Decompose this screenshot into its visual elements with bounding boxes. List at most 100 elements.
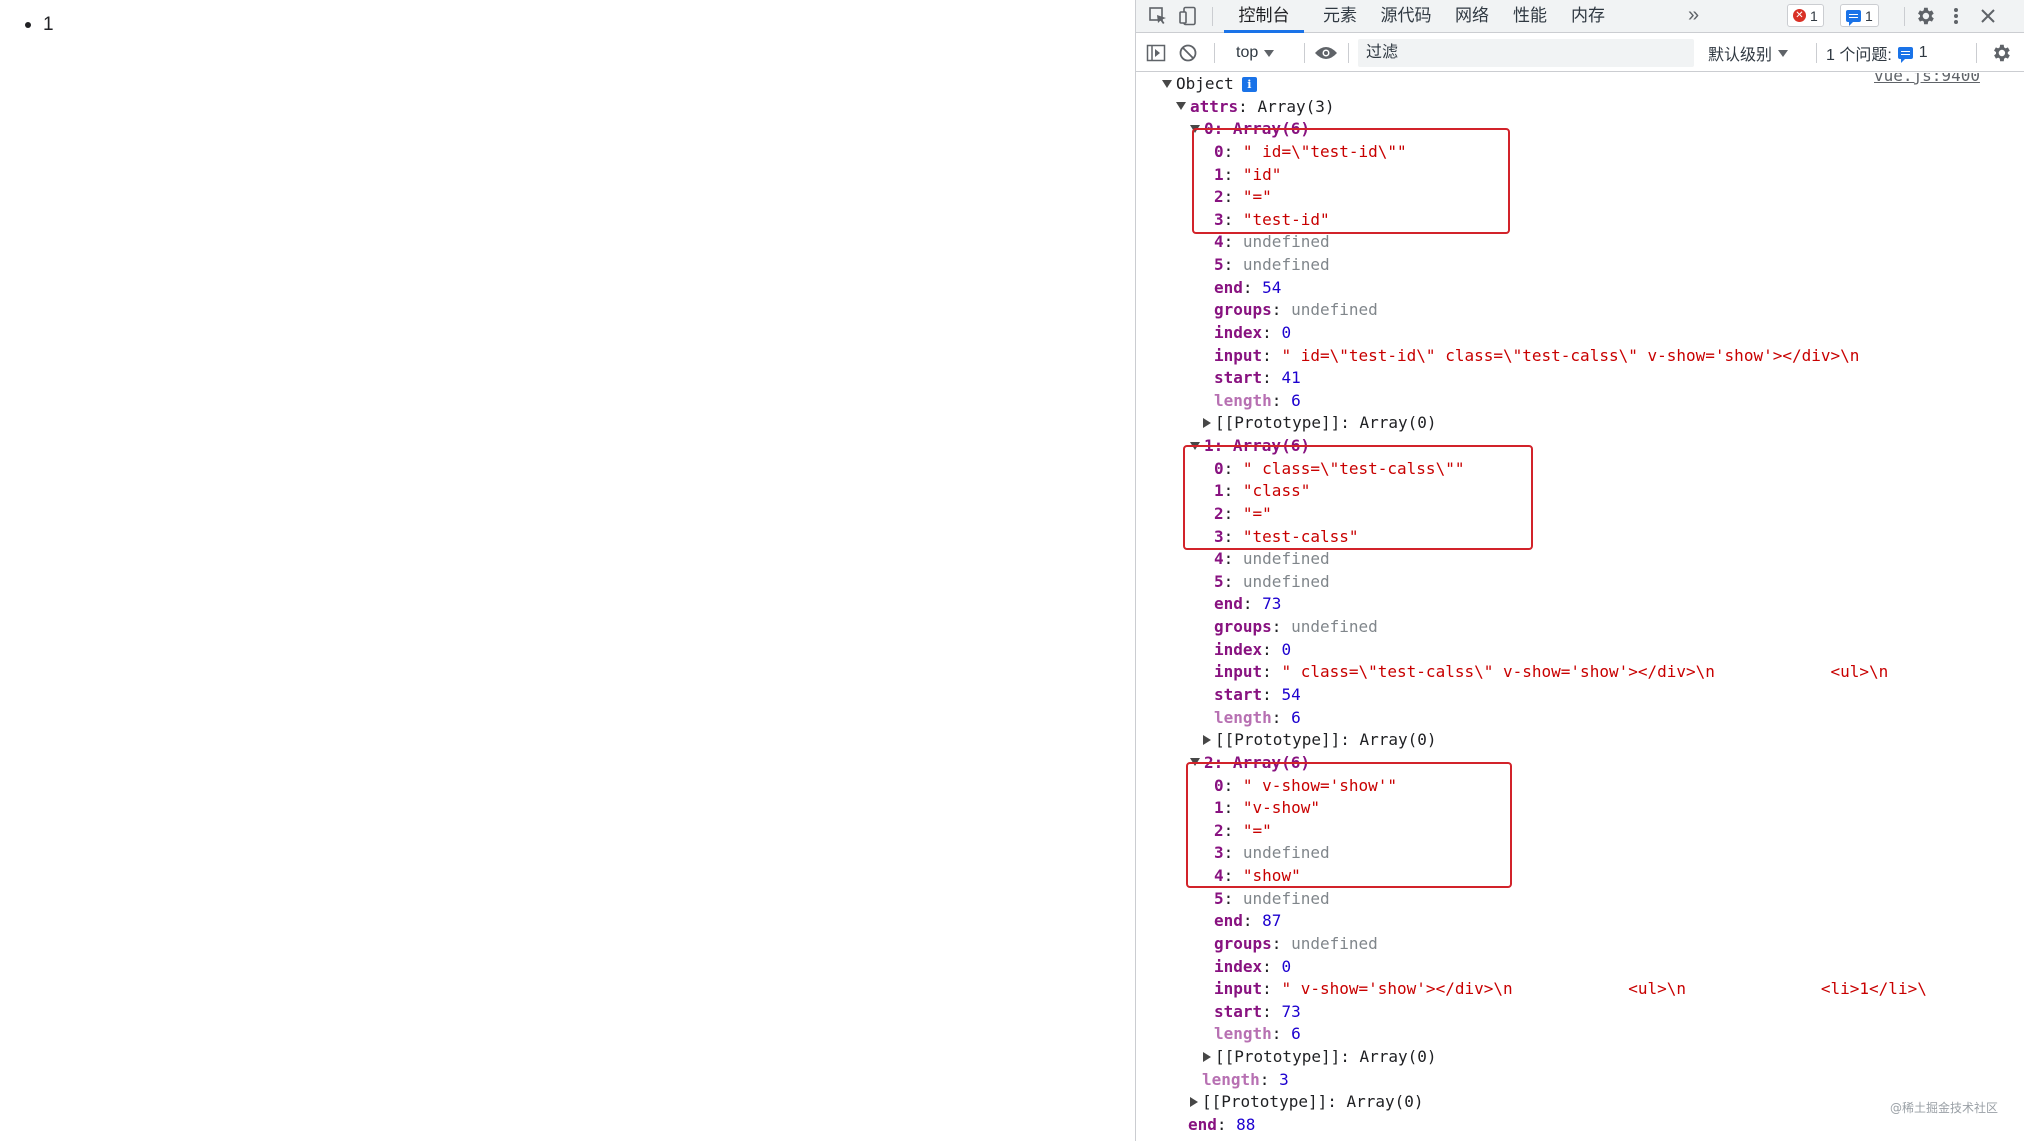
issues-button[interactable]: 1 个问题: 1 [1826,41,1928,65]
colon: : [1262,685,1282,704]
property-value: 54 [1262,277,1282,297]
error-count-badge[interactable]: ✕ 1 [1787,4,1824,27]
colon: : [1262,639,1282,659]
tab-sources[interactable]: 源代码 [1380,6,1432,25]
colon: : [1262,979,1282,999]
property-key: input [1214,345,1263,365]
expand-arrow-down-icon[interactable] [1162,79,1172,88]
expand-arrow-right-icon[interactable] [1203,417,1211,428]
source-link[interactable]: vue.js:9400 [1874,73,1980,85]
colon: : [1259,1069,1280,1089]
tab-network[interactable]: 网络 [1455,6,1489,25]
expand-arrow-down-icon[interactable] [1176,102,1186,111]
property-key: length [1202,1069,1260,1089]
console-settings-gear-icon[interactable] [1989,42,2013,64]
toolbar-divider [1214,43,1215,63]
console-filter-input[interactable] [1358,39,1694,67]
property-row: length: 6 [1214,707,1301,729]
clear-console-icon[interactable] [1176,42,1200,64]
settings-gear-icon[interactable] [1913,5,1937,27]
array-entry-row: 3: "test-id" [1214,209,1330,231]
toolbar-divider [1904,7,1905,26]
array-index: 1 [1214,481,1224,501]
property-key: groups [1214,300,1272,320]
more-tabs-icon[interactable]: » [1688,4,1700,26]
live-expression-eye-icon[interactable] [1312,42,1340,64]
bullet-icon [25,22,31,28]
info-icon[interactable]: i [1241,77,1257,92]
property-value: 0 [1281,956,1292,976]
property-value: 88 [1236,1114,1256,1134]
prototype-row[interactable]: [[Prototype]]: Array(0) [1190,1091,1424,1113]
context-selector[interactable]: top [1236,41,1275,65]
property-key: length [1214,707,1272,727]
array-value: undefined [1242,571,1330,591]
show-sidebar-icon[interactable] [1144,42,1168,64]
page-list-item-text: 1 [43,14,54,35]
devtools-tab-bar: 控制台 元素 源代码 网络 性能 内存 » ✕ 1 1 [1136,0,2024,33]
property-value: 0 [1281,639,1292,659]
colon: : [1223,503,1243,523]
array-index: 3 [1214,526,1224,546]
array-entry-row: 2: "=" [1214,186,1272,208]
property-value: undefined [1291,933,1378,953]
colon: : [1223,843,1243,863]
property-key: start [1214,1001,1263,1021]
property-row: groups: undefined [1214,933,1378,955]
array-index: 1 [1214,164,1224,184]
colon: : [1271,617,1292,637]
colon: : [1262,345,1282,365]
property-value: 87 [1262,911,1282,931]
property-value: 41 [1281,368,1301,388]
device-toolbar-icon[interactable] [1176,5,1200,27]
property-value: 6 [1291,707,1301,727]
array-index: 2 [1214,187,1224,207]
tab-performance[interactable]: 性能 [1513,6,1547,25]
expand-arrow-right-icon[interactable] [1190,1096,1198,1107]
message-icon [1846,9,1861,26]
array-value: "v-show" [1242,798,1320,818]
array-entry-row: 5: undefined [1214,254,1330,276]
prototype-row[interactable]: [[Prototype]]: Array(0) [1203,412,1437,434]
colon: : [1223,820,1243,840]
property-row: start: 41 [1214,367,1301,389]
close-devtools-icon[interactable] [1976,5,2000,27]
colon: : [1271,933,1292,953]
property-row: input: " id=\"test-id\" class=\"test-cal… [1214,345,1859,367]
array-value: "id" [1242,164,1282,184]
attrs-row[interactable]: attrs: Array(3) [1176,96,1335,118]
tab-memory[interactable]: 内存 [1571,6,1605,25]
expand-arrow-right-icon[interactable] [1203,734,1211,745]
array-index: 0 [1214,775,1224,795]
prototype-row[interactable]: [[Prototype]]: Array(0) [1203,729,1437,751]
array-entry-row: 4: undefined [1214,548,1330,570]
colon: : [1223,775,1243,795]
colon: : [1223,526,1243,546]
expand-arrow-right-icon[interactable] [1203,1051,1211,1062]
highlight-box [1186,762,1512,888]
array-value: "test-id" [1242,209,1330,229]
console-toolbar: top 默认级别 1 个问题: 1 [1136,34,2024,72]
log-levels-dropdown[interactable]: 默认级别 [1708,41,1789,65]
colon: : [1262,368,1282,388]
array-index: 2 [1214,820,1224,840]
property-row: groups: undefined [1214,299,1378,321]
property-value: undefined [1291,617,1378,637]
prototype-row[interactable]: [[Prototype]]: Array(0) [1203,1046,1437,1068]
property-row: end: 73 [1214,593,1281,615]
tab-elements[interactable]: 元素 [1323,6,1357,25]
message-count-badge[interactable]: 1 [1840,4,1879,27]
colon: : [1223,255,1243,275]
inspect-element-icon[interactable] [1146,5,1170,27]
tab-console[interactable]: 控制台 [1224,0,1304,33]
array-value: "=" [1242,820,1272,840]
more-options-icon[interactable] [1944,5,1968,27]
colon: : [1271,390,1292,410]
array-entry-row: 5: undefined [1214,571,1330,593]
error-icon: ✕ [1793,9,1806,22]
colon: : [1223,798,1243,818]
colon: : [1242,911,1263,931]
array-index: 5 [1214,888,1224,908]
